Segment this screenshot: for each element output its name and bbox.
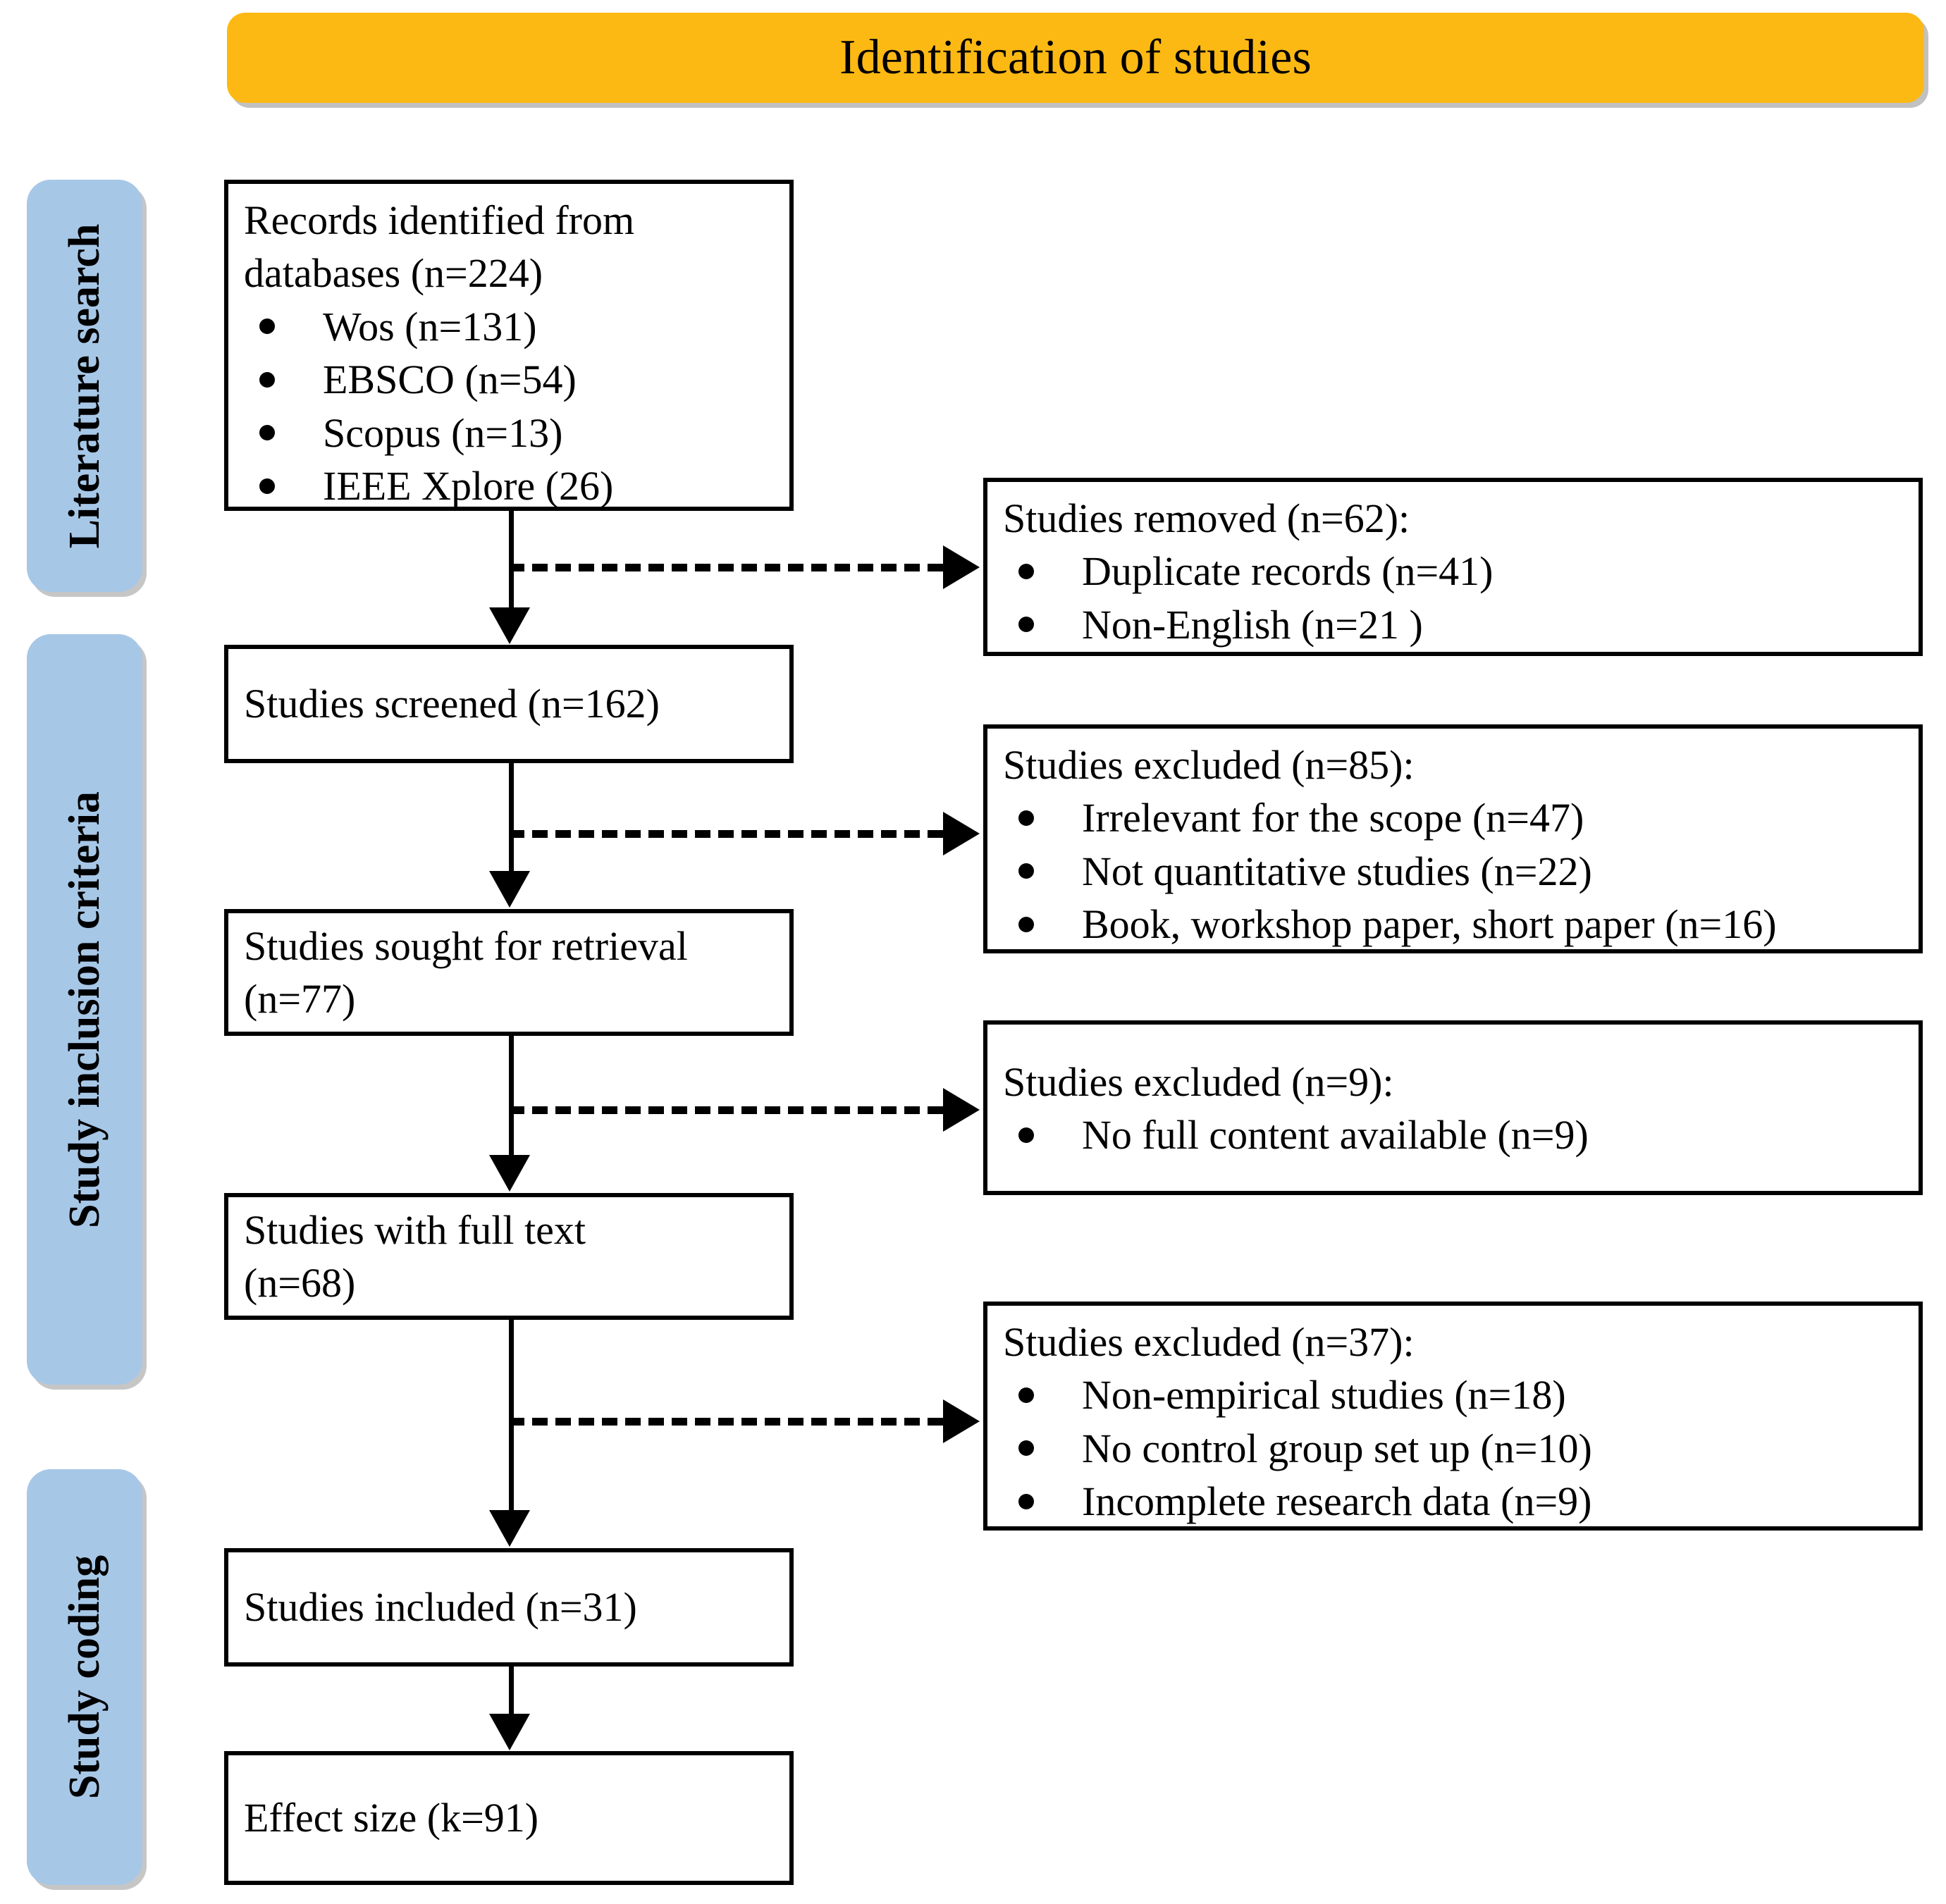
list-item: Not quantitative studies (n=22) <box>1003 845 1919 898</box>
connector-line <box>509 1320 514 1512</box>
box-bullet-list: Wos (n=131) EBSCO (n=54) Scopus (n=13) I… <box>244 300 789 513</box>
connector-line <box>509 511 514 610</box>
arrow-down-icon <box>489 1714 530 1750</box>
list-item: Irrelevant for the scope (n=47) <box>1003 791 1919 844</box>
box-line: Effect size (k=91) <box>244 1795 539 1841</box>
list-item: Wos (n=131) <box>244 300 789 353</box>
arrow-right-icon <box>943 1399 980 1443</box>
list-item: No full content available (n=9) <box>1003 1108 1919 1161</box>
sidebar-item-study-coding[interactable]: Study coding <box>27 1469 142 1885</box>
dashed-connector <box>509 1106 943 1114</box>
box-studies-excluded-85: Studies excluded (n=85): Irrelevant for … <box>983 724 1923 953</box>
arrow-right-icon <box>943 545 980 589</box>
arrow-right-icon <box>943 812 980 855</box>
dashed-connector <box>509 564 943 571</box>
box-studies-excluded-9: Studies excluded (n=9): No full content … <box>983 1020 1923 1195</box>
list-item: Book, workshop paper, short paper (n=16) <box>1003 898 1919 951</box>
arrow-down-icon <box>489 607 530 644</box>
box-effect-size: Effect size (k=91) <box>224 1751 794 1885</box>
box-line: Studies screened (n=162) <box>244 681 660 727</box>
box-studies-with-full-text: Studies with full text (n=68) <box>224 1193 794 1320</box>
list-item: EBSCO (n=54) <box>244 353 789 406</box>
box-heading: Studies excluded (n=85): <box>1003 742 1415 788</box>
box-line: (n=68) <box>244 1260 356 1306</box>
box-line: Studies sought for retrieval <box>244 922 688 969</box>
box-studies-included: Studies included (n=31) <box>224 1548 794 1667</box>
sidebar-item-label: Study coding <box>61 1554 109 1800</box>
box-bullet-list: Duplicate records (n=41) Non-English (n=… <box>1003 545 1919 651</box>
arrow-down-icon <box>489 1155 530 1192</box>
box-studies-excluded-37: Studies excluded (n=37): Non-empirical s… <box>983 1302 1923 1531</box>
dashed-connector <box>509 1418 943 1426</box>
box-studies-removed: Studies removed (n=62): Duplicate record… <box>983 478 1923 656</box>
box-line: Records identified from <box>244 197 635 243</box>
list-item: Non-empirical studies (n=18) <box>1003 1368 1919 1421</box>
list-item: Duplicate records (n=41) <box>1003 545 1919 598</box>
connector-line <box>509 1667 514 1716</box>
sidebar-item-literature-search[interactable]: Literature search <box>27 180 142 592</box>
box-heading: Studies removed (n=62): <box>1003 495 1410 541</box>
arrow-right-icon <box>943 1088 980 1132</box>
sidebar-item-label: Literature search <box>61 223 109 548</box>
box-bullet-list: Irrelevant for the scope (n=47) Not quan… <box>1003 791 1919 951</box>
dashed-connector <box>509 830 943 838</box>
arrow-down-icon <box>489 871 530 908</box>
box-heading: Studies excluded (n=9): <box>1003 1059 1394 1105</box>
identification-header-bar: Identification of studies <box>227 13 1924 103</box>
list-item: No control group set up (n=10) <box>1003 1422 1919 1475</box>
box-studies-screened: Studies screened (n=162) <box>224 645 794 763</box>
box-line: Studies with full text <box>244 1206 586 1253</box>
connector-line <box>509 1036 514 1156</box>
arrow-down-icon <box>489 1510 530 1547</box>
sidebar-item-study-inclusion-criteria[interactable]: Study inclusion criteria <box>27 634 142 1385</box>
page-title: Identification of studies <box>839 30 1312 85</box>
connector-line <box>509 763 514 872</box>
box-bullet-list: No full content available (n=9) <box>1003 1108 1919 1161</box>
box-line: databases (n=224) <box>244 250 543 297</box>
sidebar-item-label: Study inclusion criteria <box>61 791 109 1228</box>
box-line: Studies included (n=31) <box>244 1584 637 1631</box>
box-heading: Studies excluded (n=37): <box>1003 1319 1415 1365</box>
box-records-identified: Records identified from databases (n=224… <box>224 180 794 511</box>
list-item: Incomplete research data (n=9) <box>1003 1475 1919 1528</box>
list-item: Non-English (n=21 ) <box>1003 598 1919 651</box>
box-line: (n=77) <box>244 976 356 1022</box>
list-item: Scopus (n=13) <box>244 407 789 459</box>
box-studies-sought-for-retrieval: Studies sought for retrieval (n=77) <box>224 909 794 1036</box>
box-bullet-list: Non-empirical studies (n=18) No control … <box>1003 1368 1919 1528</box>
list-item: IEEE Xplore (26) <box>244 459 789 512</box>
